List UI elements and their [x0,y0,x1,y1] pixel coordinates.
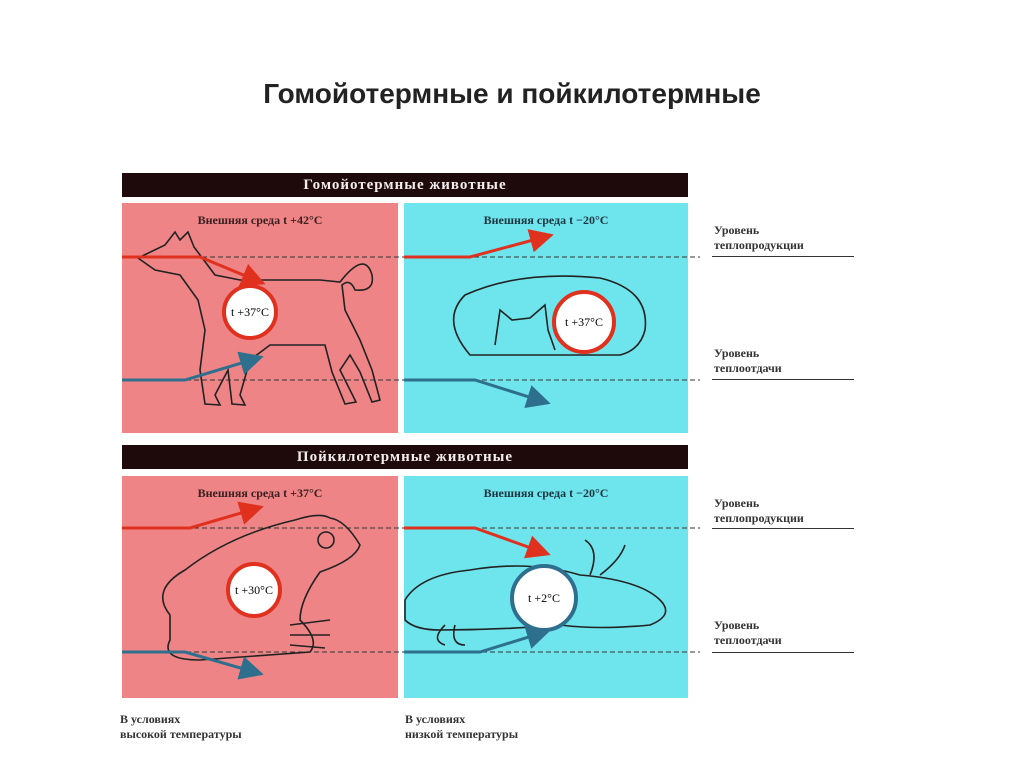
env-temp-label: Внешняя среда t +42°C [197,213,323,227]
loss-level-label: Уровень теплоотдачи [714,618,782,647]
footer-cold: В условиях низкой температуры [405,712,519,741]
frog-sitting-icon [161,514,361,661]
body-temp-circle: t +37°C [552,290,616,354]
footer-hot: В условиях высокой температуры [120,712,242,741]
poikilothermic-header: Пойкилотермные животные [122,445,688,469]
loss-level-line [712,652,854,653]
loss-level-line [712,379,854,380]
svg-text:t +30°C: t +30°C [235,583,273,597]
homeothermic-header: Гомойотермные животные [122,173,688,197]
body-temp-circle: t +30°C [226,562,282,618]
dog-standing-icon [136,230,381,406]
body-temp-circle: t +2°C [510,564,578,632]
svg-text:t +37°C: t +37°C [231,305,269,319]
production-level-line [712,528,854,529]
frog-lying-icon [404,539,667,646]
page-title: Гомойотермные и пойкилотермные [263,78,761,109]
env-temp-label: Внешняя среда t −20°C [483,213,609,227]
dog-curled-icon [452,275,647,356]
production-level-line [712,256,854,257]
svg-text:t +2°C: t +2°C [528,591,560,605]
svg-text:t +37°C: t +37°C [565,315,603,329]
production-level-label: Уровень теплопродукции [714,496,804,525]
loss-level-label: Уровень теплоотдачи [714,346,782,375]
env-temp-label: Внешняя среда t +37°C [197,486,323,500]
env-temp-label: Внешняя среда t −20°C [483,486,609,500]
body-temp-circle: t +37°C [222,284,278,340]
production-level-label: Уровень теплопродукции [714,223,804,252]
